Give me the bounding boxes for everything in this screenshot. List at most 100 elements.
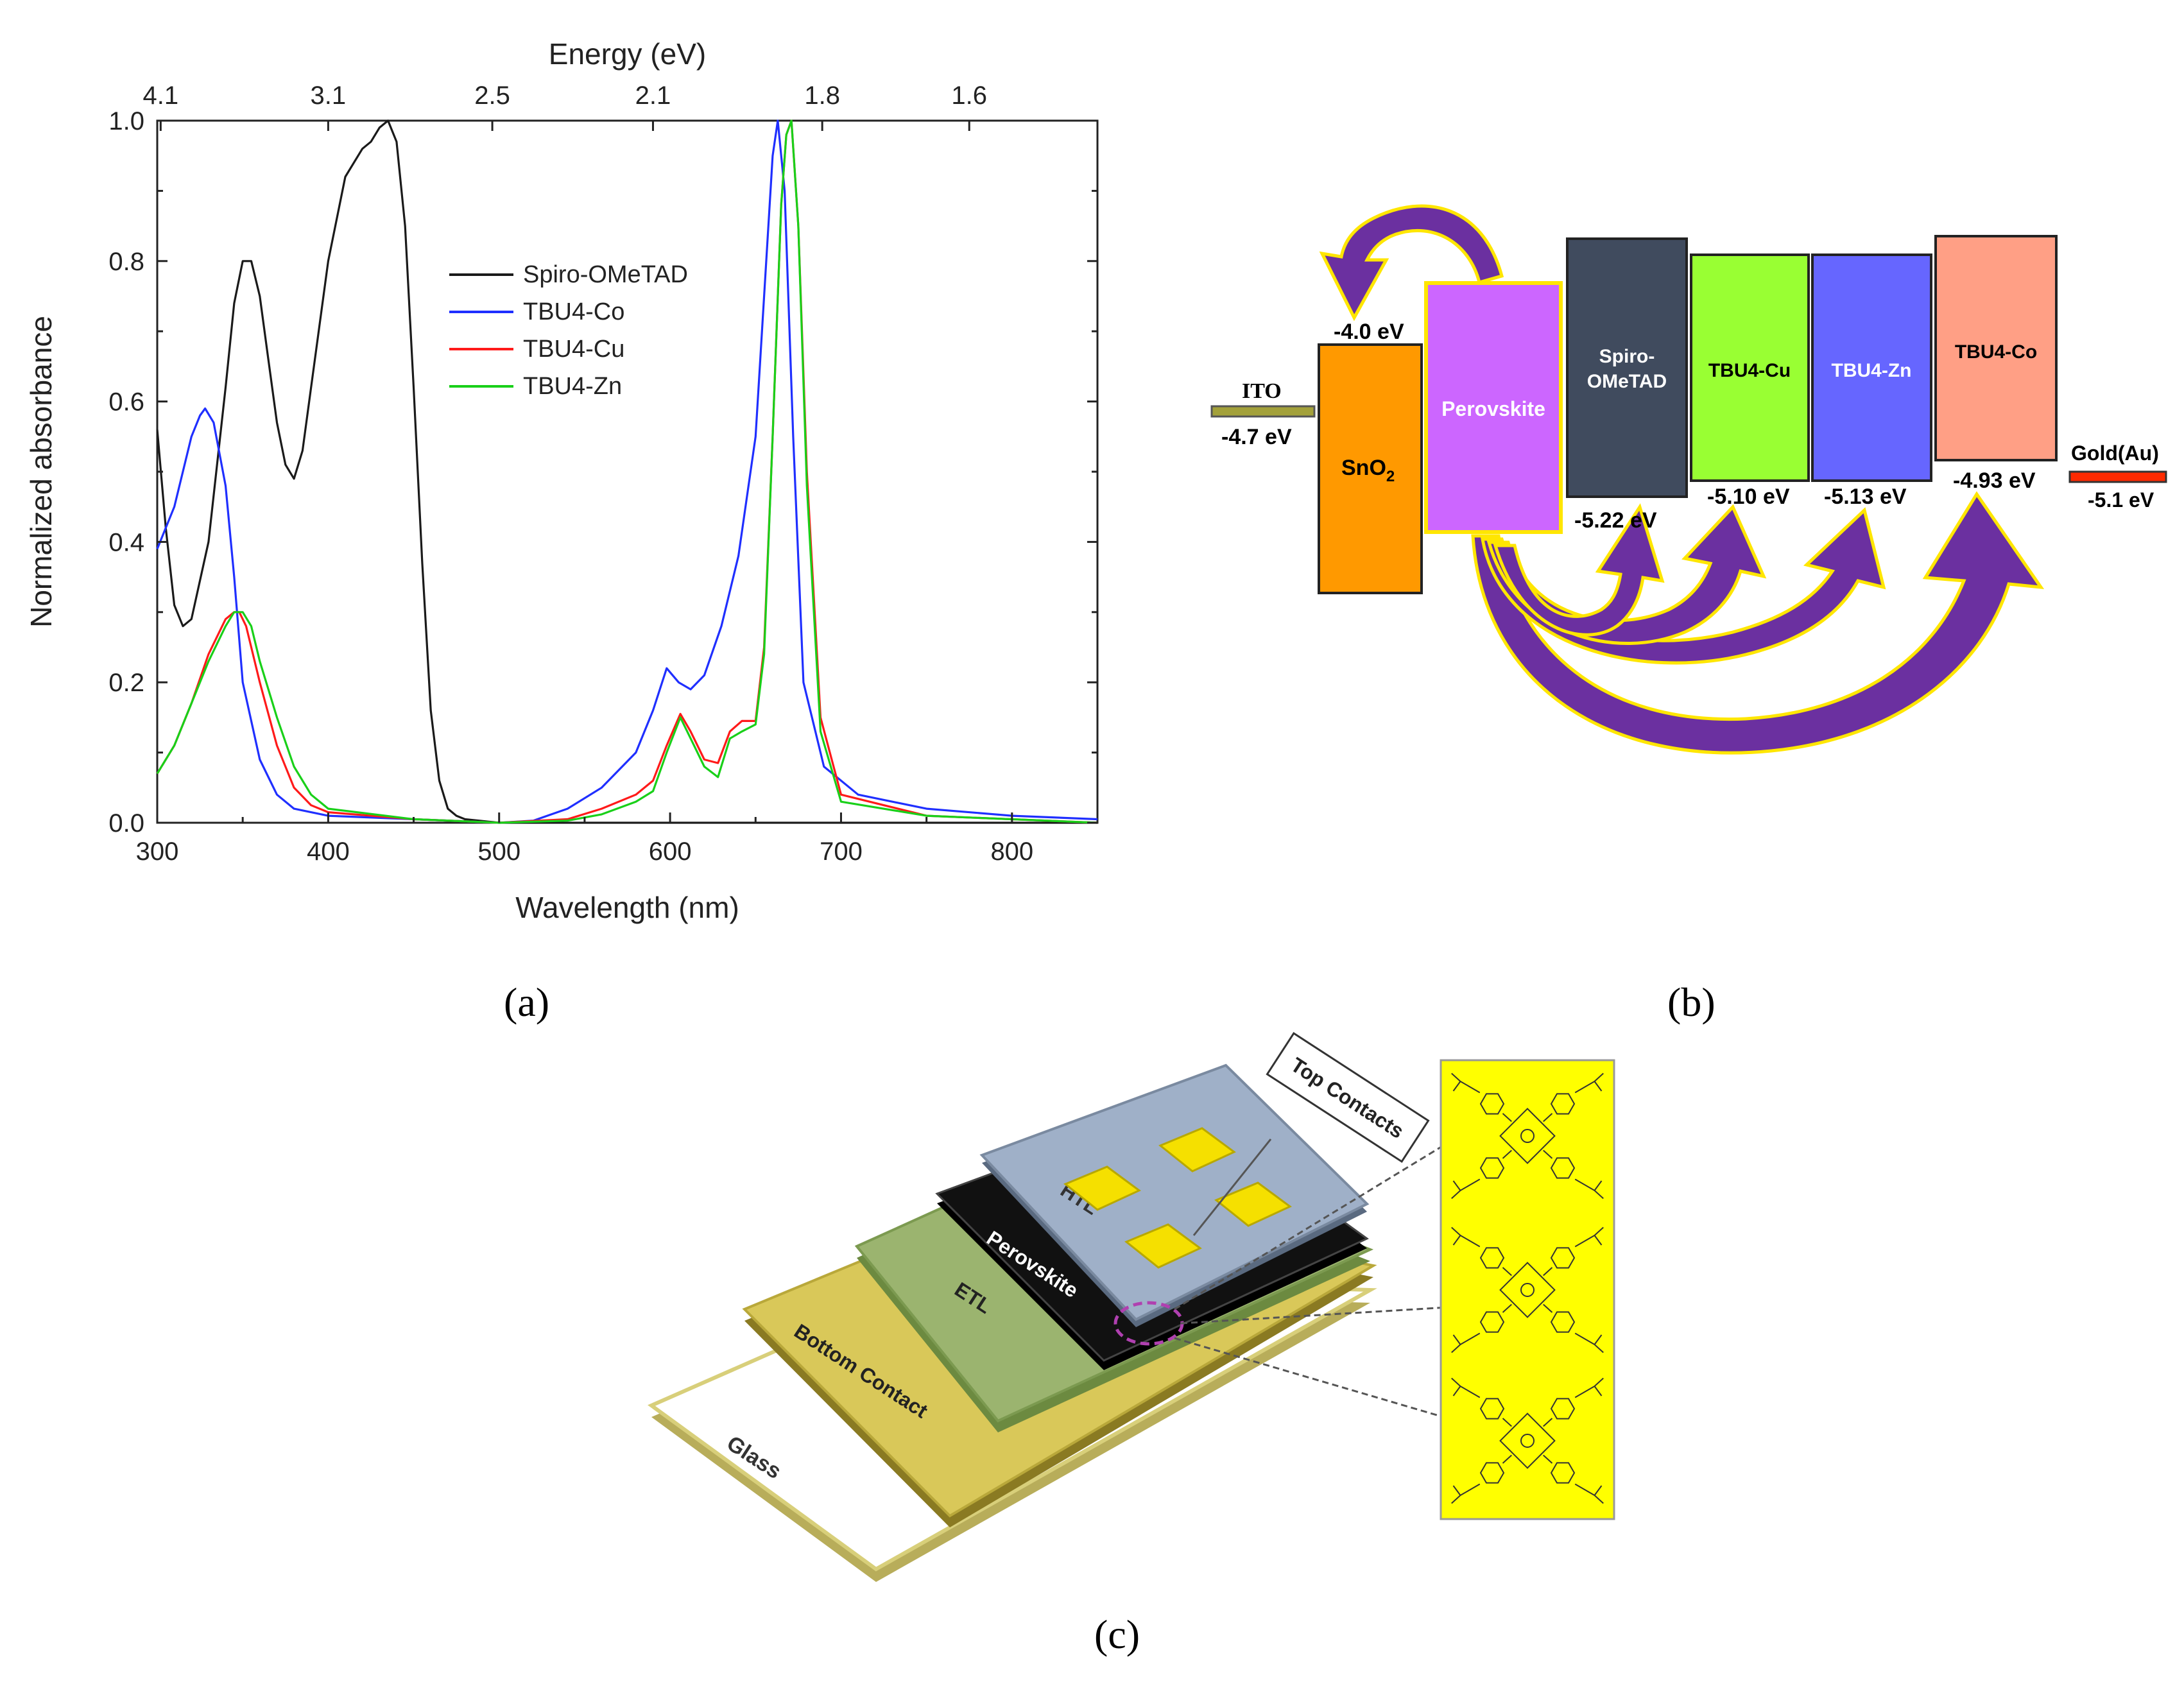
molecule-bond (1502, 1267, 1512, 1276)
contact-3 (1214, 1181, 1292, 1227)
tbu-cu-box (1690, 253, 1810, 482)
molecule-bond (1543, 1113, 1553, 1122)
perovskite-box (1424, 281, 1563, 534)
ito-value: -4.7 eV (1221, 425, 1292, 449)
gold-label: Gold(Au) (2071, 442, 2159, 465)
layer-htl: HTL (979, 1063, 1370, 1327)
molecule-bond (1574, 1332, 1595, 1345)
molecule-bond (1594, 1495, 1604, 1504)
molecule-bond (1451, 1072, 1461, 1082)
molecule-bond (1550, 1311, 1576, 1333)
molecule-bond (1594, 1485, 1603, 1496)
molecule-bond (1479, 1311, 1505, 1333)
molecule-bond (1451, 1495, 1461, 1504)
molecule-bond (1594, 1190, 1604, 1199)
molecule-bond (1479, 1398, 1505, 1420)
molecule-bond (1594, 1180, 1603, 1191)
molecule-bond (1594, 1334, 1603, 1345)
top-contacts (1063, 1127, 1292, 1269)
molecule-bond (1550, 1247, 1576, 1269)
molecule-bond (1452, 1180, 1461, 1191)
contact-4 (1124, 1223, 1202, 1269)
tbu-cu-label: TBU4-Cu (1708, 360, 1791, 381)
molecule-bond (1574, 1235, 1595, 1248)
molecule-bond (1452, 1334, 1461, 1345)
molecule-bond (1594, 1344, 1604, 1353)
arrow-to-tbu-co (1471, 491, 2045, 755)
molecule-bond (1594, 1081, 1603, 1092)
molecule-bond (1594, 1226, 1604, 1236)
molecule-bond (1499, 1108, 1556, 1164)
molecule-bond (1550, 1462, 1576, 1484)
molecule-bond (1594, 1386, 1603, 1396)
tbu-co-box (1934, 235, 2058, 461)
ito-bar (1210, 405, 1316, 418)
molecule-bond (1479, 1157, 1505, 1179)
molecule-bond (1479, 1093, 1505, 1115)
tbu-co-value: -4.93 eV (1953, 468, 2036, 493)
molecule-bond (1520, 1283, 1535, 1297)
spiro-value: -5.22 eV (1574, 508, 1657, 533)
spiro-label-line2: OMeTAD (1587, 371, 1667, 392)
phthalocyanine-structures (1451, 1072, 1604, 1504)
molecule-bond (1451, 1190, 1461, 1199)
hole-transfer-arrows (1471, 491, 2045, 755)
molecule-bond (1543, 1454, 1553, 1464)
spiro-box (1566, 237, 1688, 498)
molecule-bond (1479, 1462, 1505, 1484)
molecule-bond (1459, 1386, 1481, 1398)
molecule-bond (1502, 1149, 1512, 1159)
electron-transfer-arrow (1319, 204, 1504, 322)
molecule-bond (1502, 1113, 1512, 1122)
molecule-bond (1550, 1157, 1576, 1179)
ito-label: ITO (1242, 379, 1282, 403)
molecule-bond (1502, 1303, 1512, 1313)
tbu-zn-label: TBU4-Zn (1832, 360, 1912, 381)
molecule-bond (1479, 1247, 1505, 1269)
contact-2 (1158, 1127, 1236, 1173)
molecule-bond (1452, 1386, 1461, 1396)
spiro-label-line1: Spiro- (1599, 346, 1655, 367)
molecule-bond (1499, 1413, 1556, 1469)
molecule-bond (1574, 1386, 1595, 1398)
tbu-zn-value: -5.13 eV (1824, 485, 1907, 509)
molecule-bond (1543, 1418, 1553, 1427)
molecule-bond (1543, 1149, 1553, 1159)
molecule-bond (1594, 1072, 1604, 1082)
molecule-bond (1594, 1235, 1603, 1246)
molecule-bond (1574, 1081, 1595, 1094)
molecule-bond (1543, 1303, 1553, 1313)
tbu-cu-value: -5.10 eV (1707, 485, 1790, 509)
sno2-box (1318, 343, 1423, 594)
molecule-bond (1451, 1377, 1461, 1387)
molecule-bond (1574, 1178, 1595, 1191)
molecule-bond (1459, 1332, 1481, 1345)
molecule-bond (1459, 1235, 1481, 1248)
molecule-bond (1452, 1485, 1461, 1496)
panel-label-c: (c) (1094, 1611, 1140, 1657)
panel-label-a: (a) (504, 979, 550, 1025)
perovskite-label: Perovskite (1441, 397, 1545, 420)
molecule-bond (1520, 1129, 1535, 1143)
tbu-co-label: TBU4-Co (1955, 341, 2037, 363)
gold-value: -5.1 eV (2088, 488, 2154, 511)
arrow-to-spiro (1493, 503, 1665, 637)
molecule-panel (1440, 1059, 1615, 1520)
molecule-bond (1502, 1454, 1512, 1464)
tbu-zn-box (1811, 253, 1932, 482)
contact-1 (1063, 1165, 1141, 1211)
molecule-bond (1543, 1267, 1553, 1276)
molecule-bond (1550, 1093, 1576, 1115)
molecule-bond (1452, 1081, 1461, 1092)
molecule-bond (1459, 1483, 1481, 1496)
molecule-bond (1574, 1483, 1595, 1496)
panel-label-b: (b) (1667, 979, 1715, 1025)
molecule-bond (1459, 1081, 1481, 1094)
pointer-lines (1174, 1128, 1470, 1426)
molecule-bond (1594, 1377, 1604, 1387)
molecule-bond (1520, 1434, 1535, 1448)
molecule-bond (1499, 1262, 1556, 1318)
molecule-bond (1451, 1226, 1461, 1236)
gold-bar (2068, 470, 2167, 483)
